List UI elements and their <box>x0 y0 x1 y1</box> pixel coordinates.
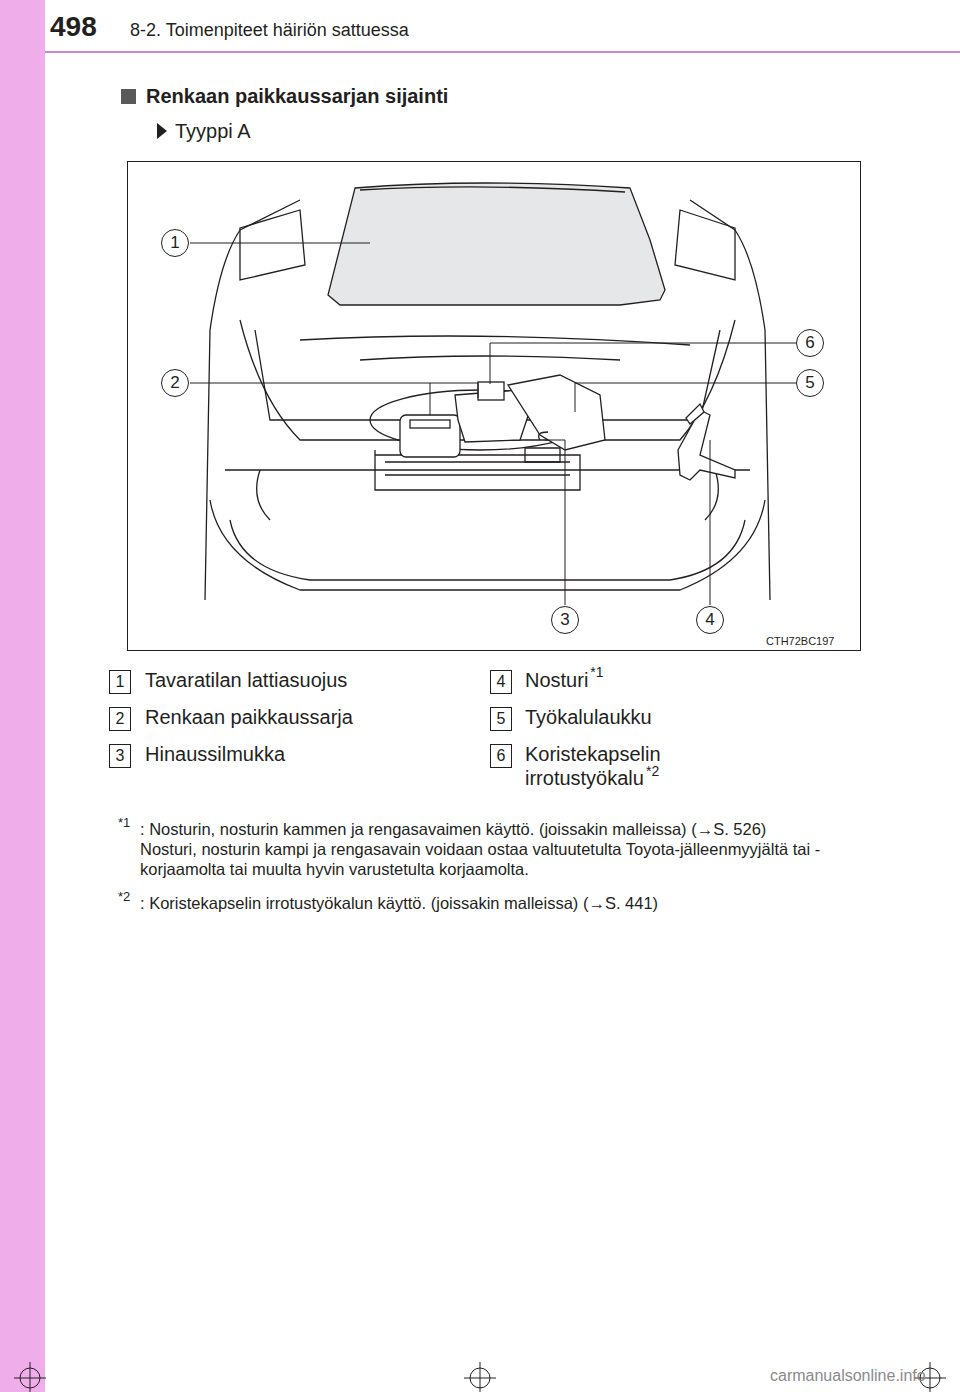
part-name: Renkaan paikkaussarja <box>145 705 465 729</box>
chapter-header: 8-2. Toimenpiteet häiriön sattuessa <box>130 20 409 42</box>
legend-number: 3 <box>109 744 131 768</box>
figure-code: CTH72BC197 <box>766 635 834 648</box>
footnote-mark: *1 <box>590 664 603 681</box>
side-bar <box>0 0 45 1392</box>
footnote-text: : Koristekapselin irrotustyökalun käyttö… <box>140 894 865 914</box>
legend-number: 5 <box>490 707 512 731</box>
figure-frame <box>128 162 861 651</box>
footnote-text: : Nosturin, nosturin kammen ja rengasava… <box>140 820 865 840</box>
legend-number: 1 <box>109 670 131 694</box>
crop-marks <box>14 1362 946 1392</box>
header-rule <box>45 51 960 53</box>
watermark: carmanualsonline.info <box>770 1366 926 1385</box>
legend-number: 6 <box>490 744 512 768</box>
callout-number: 4 <box>696 606 724 634</box>
type-label: Tyyppi A <box>175 119 251 143</box>
part-name: Koristekapselin irrotustyökalu <box>525 742 700 790</box>
footnote-text: Nosturi, nosturin kampi ja rengasavain v… <box>140 840 865 880</box>
part-name: Tavaratilan lattiasuojus <box>145 668 465 692</box>
footnote-mark: *1 <box>118 815 130 831</box>
leader-lines <box>190 243 796 605</box>
bullet-triangle <box>157 123 167 139</box>
footnote-mark: *2 <box>118 889 130 905</box>
part-name: Hinaussilmukka <box>145 742 465 766</box>
callout-number: 5 <box>796 369 824 397</box>
callout-number: 2 <box>161 369 189 397</box>
heading-square <box>121 89 136 104</box>
legend-number: 4 <box>490 670 512 694</box>
part-name: Nosturi <box>525 668 588 692</box>
trunk-illustration <box>205 183 770 600</box>
section-heading: Renkaan paikkaussarjan sijainti <box>146 84 448 108</box>
callout-number: 1 <box>161 229 189 257</box>
callout-number: 6 <box>796 329 824 357</box>
part-name: Työkalulaukku <box>525 705 845 729</box>
footnote-mark: *2 <box>646 763 659 780</box>
legend-number: 2 <box>109 707 131 731</box>
callout-number: 3 <box>551 606 579 634</box>
page-number: 498 <box>50 10 97 44</box>
